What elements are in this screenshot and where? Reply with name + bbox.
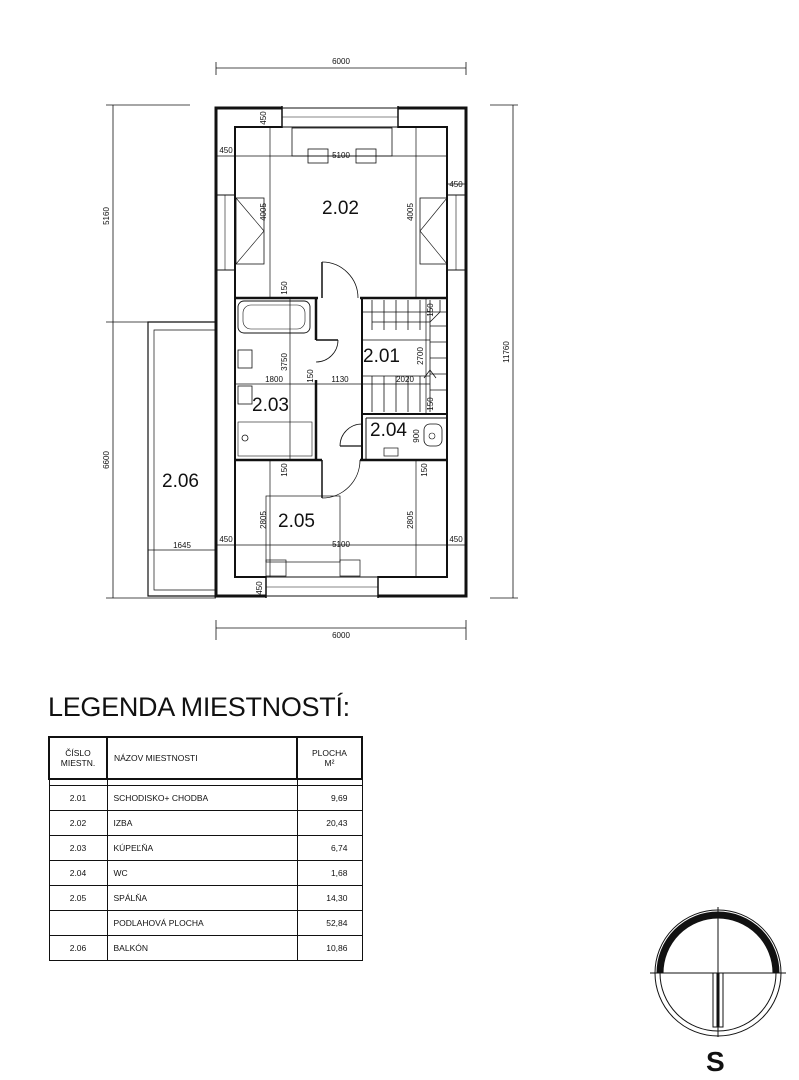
room-label-206: 2.06 — [162, 471, 199, 492]
dim-wall-top-vertical: 450 — [259, 111, 268, 125]
room-label-202: 2.02 — [322, 198, 359, 219]
header-num-line1: ČÍSLO — [65, 748, 91, 758]
dim-hall-gap: 150 — [306, 369, 315, 383]
legend-title: LEGENDA MIESTNOSTÍ: — [48, 692, 350, 722]
row-num: 2.03 — [48, 835, 108, 861]
row-name: WC — [106, 860, 298, 886]
dim-hall-width: 1130 — [331, 375, 349, 384]
row-name: BALKÓN — [106, 935, 298, 961]
dim-stair-width: 2020 — [396, 375, 414, 384]
dim-balcony-width: 1645 — [173, 541, 191, 550]
dim-right-total: 11760 — [502, 341, 511, 363]
room-label-203: 2.03 — [252, 395, 289, 416]
row-area: 14,30 — [296, 885, 363, 911]
dim-stair-length: 2700 — [416, 347, 425, 365]
row-area: 1,68 — [296, 860, 363, 886]
dim-room205-height-left: 2805 — [259, 511, 268, 529]
table-row: 2.03 KÚPEĽŇA 6,74 — [48, 835, 363, 861]
row-num: 2.04 — [48, 860, 108, 886]
dim-wc-depth: 900 — [412, 429, 421, 443]
row-name: KÚPEĽŇA — [106, 835, 298, 861]
table-row: 2.05 SPÁLŇA 14,30 — [48, 885, 363, 911]
legend-header-row: ČÍSLO MIESTN. NÁZOV MIESTNOSTI PLOCHA M² — [48, 736, 363, 780]
row-name: SCHODISKO+ CHODBA — [106, 785, 298, 811]
dim-bottom-total: 6000 — [332, 631, 350, 640]
north-label: S — [706, 1046, 725, 1077]
dim-bath-width: 1800 — [265, 375, 283, 384]
floor-plan: 6000 6000 11760 5160 6600 5100 4005 4005… — [102, 57, 518, 640]
dim-top-total: 6000 — [332, 57, 350, 66]
header-room-name: NÁZOV MIESTNOSTI — [106, 736, 298, 780]
dim-stair-gap-1: 150 — [426, 303, 435, 317]
row-area: 10,86 — [296, 935, 363, 961]
dim-wall-left-top: 450 — [219, 146, 233, 155]
dim-wall-bottom-vertical: 450 — [255, 581, 264, 595]
row-area: 52,84 — [296, 910, 363, 936]
dim-wall-right-bottom: 450 — [449, 535, 463, 544]
header-num-line2: MIESTN. — [60, 758, 96, 768]
row-num: 2.02 — [48, 810, 108, 836]
dim-left-lower: 6600 — [102, 451, 111, 469]
header-room-number: ČÍSLO MIESTN. — [48, 736, 108, 780]
row-num: 2.06 — [48, 935, 108, 961]
dim-wall-left-bottom: 450 — [219, 535, 233, 544]
row-name: PODLAHOVÁ PLOCHA — [106, 910, 298, 936]
row-area: 6,74 — [296, 835, 363, 861]
table-row: 2.01 SCHODISKO+ CHODBA 9,69 — [48, 785, 363, 811]
room-legend-table: ČÍSLO MIESTN. NÁZOV MIESTNOSTI PLOCHA M²… — [48, 736, 363, 961]
room-label-205: 2.05 — [278, 511, 315, 532]
dim-room205-gap-left: 150 — [280, 463, 289, 477]
table-row: 2.04 WC 1,68 — [48, 860, 363, 886]
room-label-204: 2.04 — [370, 420, 407, 441]
row-num: 2.01 — [48, 785, 108, 811]
row-num — [48, 910, 108, 936]
dim-room202-height-right: 4005 — [406, 203, 415, 221]
table-row: 2.06 BALKÓN 10,86 — [48, 935, 363, 961]
header-area-line1: PLOCHA — [312, 748, 347, 758]
row-num: 2.05 — [48, 885, 108, 911]
dim-room202-height-left: 4005 — [259, 203, 268, 221]
row-area: 9,69 — [296, 785, 363, 811]
north-arrow-icon: S — [650, 907, 786, 1077]
header-area-line2: M² — [324, 758, 335, 768]
table-row: 2.02 IZBA 20,43 — [48, 810, 363, 836]
dim-bath-height: 3750 — [280, 353, 289, 371]
row-name: SPÁLŇA — [106, 885, 298, 911]
row-area: 20,43 — [296, 810, 363, 836]
dim-left-upper: 5160 — [102, 207, 111, 225]
dim-gap-bath-top: 150 — [280, 281, 289, 295]
room-label-201: 2.01 — [363, 346, 400, 367]
dim-stair-gap-2: 150 — [426, 397, 435, 411]
dim-room202-width: 5100 — [332, 151, 350, 160]
table-row: PODLAHOVÁ PLOCHA 52,84 — [48, 910, 363, 936]
dim-room205-width: 5100 — [332, 540, 350, 549]
dim-room205-height-right: 2805 — [406, 511, 415, 529]
dim-room205-gap-right: 150 — [420, 463, 429, 477]
dim-wall-right-top: 450 — [449, 180, 463, 189]
header-area: PLOCHA M² — [296, 736, 363, 780]
row-name: IZBA — [106, 810, 298, 836]
